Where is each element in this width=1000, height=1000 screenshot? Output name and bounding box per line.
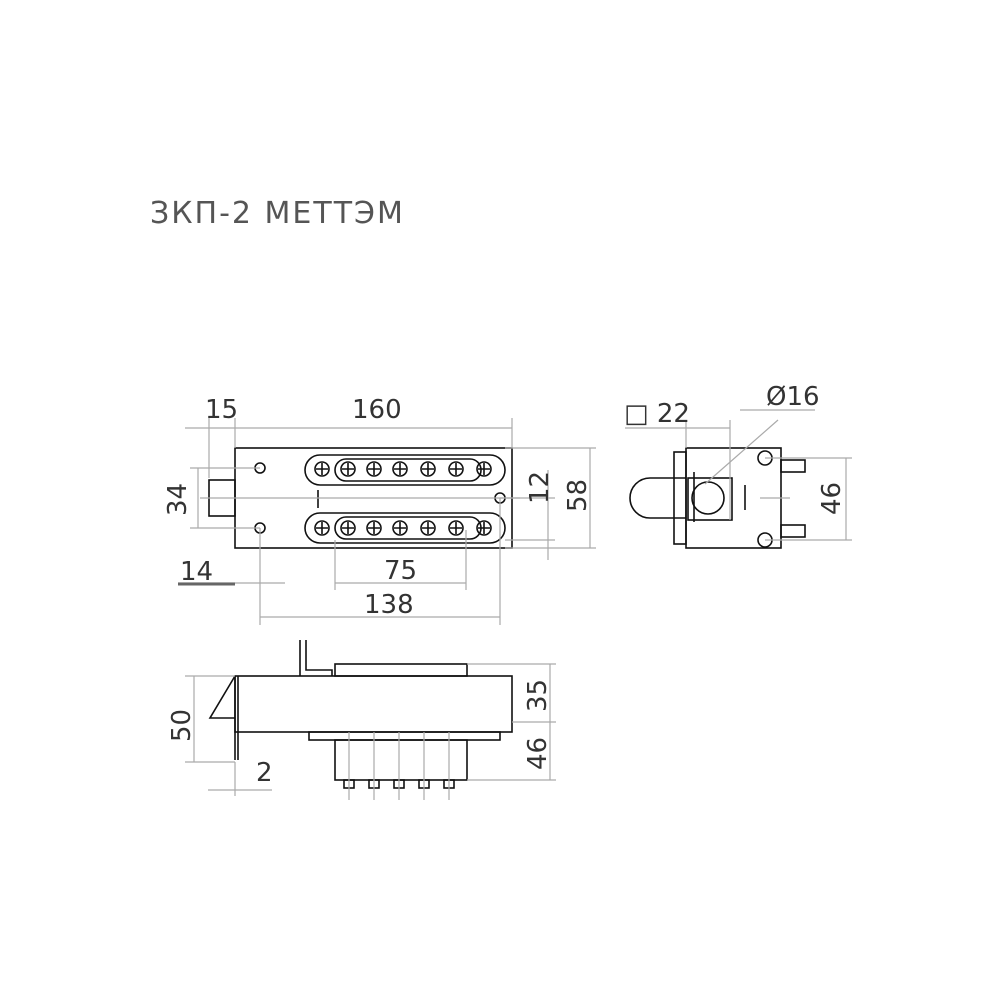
dim-34: 34 [163, 483, 193, 516]
front-view [185, 640, 556, 800]
top-view [178, 418, 596, 625]
dim-35: 35 [523, 679, 553, 712]
drawing-title: ЗКП-2 МЕТТЭМ [150, 196, 405, 231]
lower-slot-bar [304, 512, 506, 544]
dim-46-bottom: 46 [523, 737, 553, 770]
upper-slot-bar [304, 454, 506, 486]
dim-square-22: □ 22 [624, 399, 690, 429]
dim-160: 160 [352, 395, 402, 425]
dim-diameter-16: Ø16 [766, 382, 820, 412]
dim-58: 58 [563, 479, 593, 512]
dim-12: 12 [525, 471, 555, 504]
upper-inner-slot [334, 458, 482, 482]
dim-15: 15 [205, 395, 238, 425]
dim-2: 2 [256, 758, 273, 788]
side-view [625, 409, 852, 549]
dim-46-side: 46 [817, 482, 847, 515]
dim-14: 14 [180, 557, 213, 587]
dim-50: 50 [167, 709, 197, 742]
dim-138: 138 [364, 590, 414, 620]
dim-75: 75 [384, 556, 417, 586]
